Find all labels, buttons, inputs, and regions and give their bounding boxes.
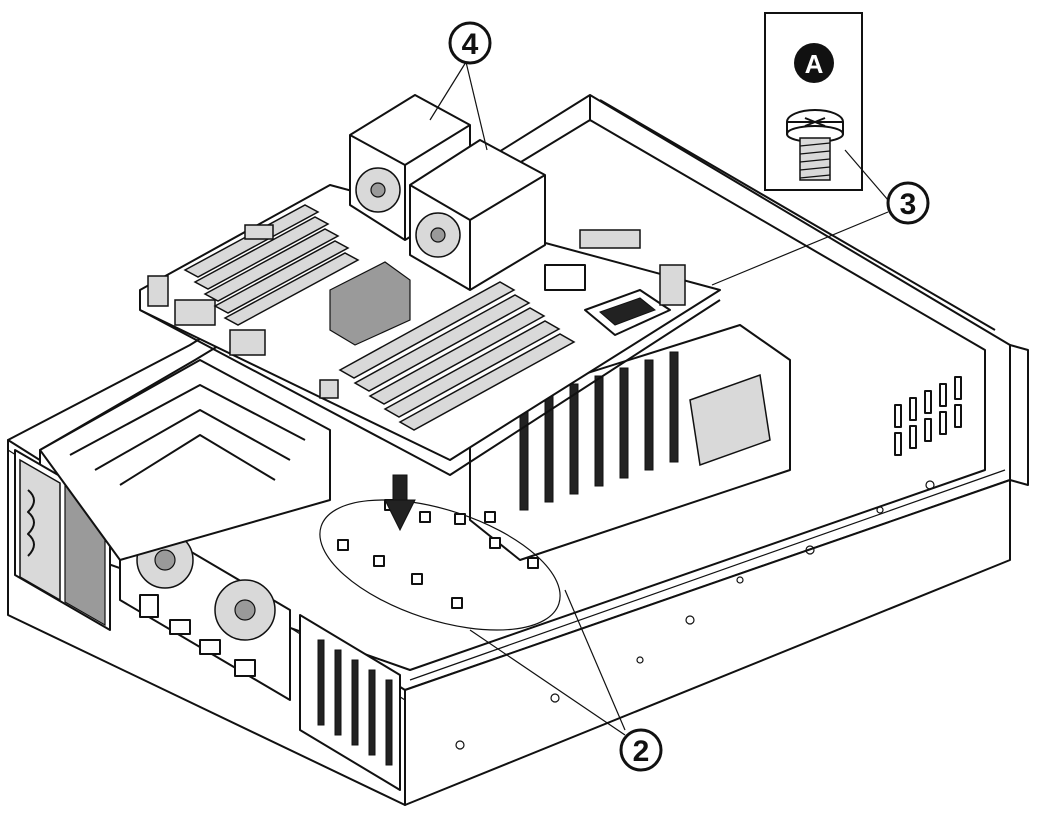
callout-3-label: 3 [900, 188, 917, 221]
cpu-heatsinks [349, 94, 546, 291]
motherboard-standoffs [319, 499, 561, 631]
callout-4: 4 [448, 21, 492, 65]
front-bay [14, 449, 401, 791]
callout-2: 2 [619, 728, 663, 772]
callout-2-label: 2 [633, 735, 650, 768]
callout-3: 3 [886, 181, 930, 225]
pci-riser-cage [469, 324, 791, 561]
callout-a-label: A [805, 49, 824, 79]
callout-a: A [794, 43, 834, 83]
callout-4-label: 4 [462, 28, 479, 61]
screw-icon [786, 109, 844, 181]
down-arrow-icon [384, 474, 416, 532]
air-shroud [39, 359, 331, 561]
motherboard [139, 184, 721, 476]
leader-lines [429, 61, 889, 736]
screw-inset-box [764, 12, 863, 191]
